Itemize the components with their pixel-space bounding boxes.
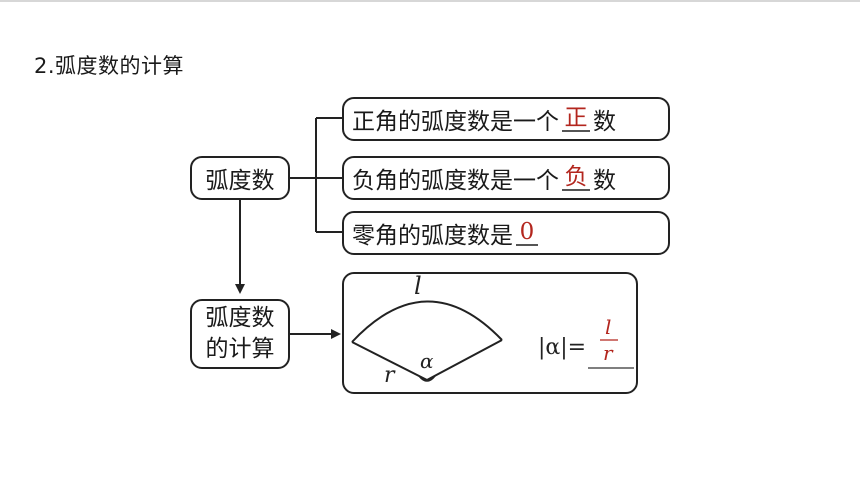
rule-negative-prefix: 负角的弧度数是一个 [352, 168, 559, 194]
rule-zero-prefix: 零角的弧度数是 [352, 223, 513, 249]
rule-zero-answer: 0 [516, 220, 538, 247]
formula-numerator: l [605, 315, 611, 339]
section-title: 2.弧度数的计算 [34, 54, 185, 78]
sector-diagram: l r α |α|= l r [351, 272, 634, 388]
arc-label: l [414, 272, 422, 300]
formula-lhs: |α|= [538, 335, 586, 360]
radian-box-label: 弧度数 [205, 168, 275, 194]
radian-calc-box: 弧度数 的计算 [190, 299, 290, 369]
rule-positive-box: 正角的弧度数是一个正数 [342, 97, 670, 141]
radian-box: 弧度数 [190, 156, 290, 200]
rule-negative-answer: 负 [562, 165, 590, 192]
sector-arc [351, 300, 503, 343]
rule-negative-box: 负角的弧度数是一个负数 [342, 156, 670, 200]
angle-mark [418, 375, 436, 382]
sector-diagram-box [342, 272, 638, 394]
rule-positive-answer: 正 [562, 106, 590, 133]
formula-denominator: r [603, 341, 614, 365]
radian-calc-line2: 的计算 [205, 336, 275, 362]
radian-calc-line1: 弧度数 [205, 304, 275, 331]
sector-radius-right [426, 339, 503, 381]
sector-radius-left [351, 341, 428, 381]
top-rule [0, 0, 860, 2]
rule-negative-suffix: 数 [593, 168, 616, 194]
radius-label: r [384, 363, 396, 388]
angle-label: α [420, 349, 434, 373]
rule-positive-prefix: 正角的弧度数是一个 [352, 109, 559, 135]
rule-positive-suffix: 数 [593, 109, 616, 135]
